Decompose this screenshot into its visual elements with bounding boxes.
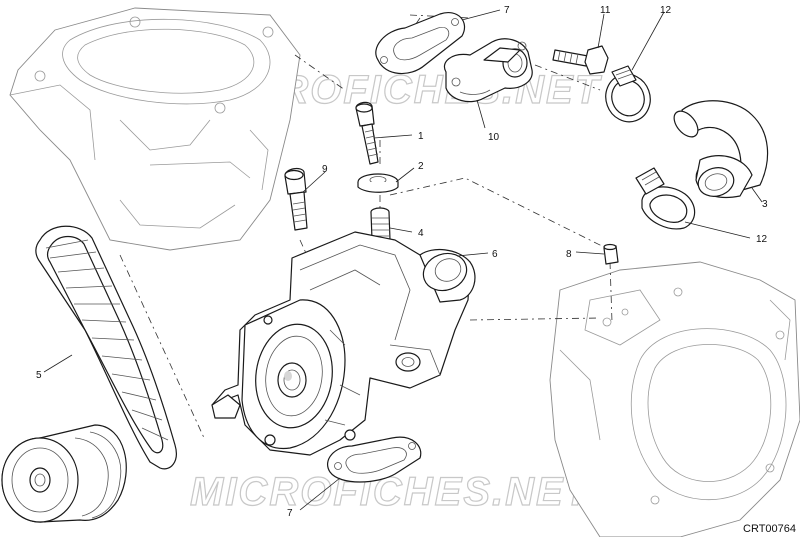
callout-labels: 1 2 3 4 5 6 7 7 8 9 10 11 12 12 bbox=[36, 5, 768, 519]
callout-12-top: 12 bbox=[660, 5, 672, 16]
gasket-top[interactable] bbox=[375, 12, 466, 74]
gasket-bottom[interactable] bbox=[327, 436, 422, 483]
callout-7-top: 7 bbox=[504, 5, 510, 16]
bolt-11[interactable] bbox=[552, 45, 609, 75]
front-cylinder bbox=[549, 261, 800, 538]
hose-clamp-top[interactable] bbox=[599, 65, 657, 128]
coolant-hose[interactable] bbox=[669, 100, 769, 200]
callout-2: 2 bbox=[418, 161, 424, 172]
bolt-9[interactable] bbox=[284, 167, 308, 231]
callout-7-bottom: 7 bbox=[287, 508, 293, 519]
idler-pulley[interactable] bbox=[1, 424, 127, 523]
assembly-lines bbox=[119, 14, 613, 441]
callout-3: 3 bbox=[762, 199, 768, 210]
bolt-1[interactable] bbox=[355, 101, 379, 165]
drawing-code: CRT00764 bbox=[743, 523, 796, 535]
water-pump[interactable] bbox=[211, 231, 476, 456]
callout-10: 10 bbox=[488, 132, 500, 143]
leader-lines bbox=[43, 9, 763, 511]
callout-8: 8 bbox=[566, 249, 572, 260]
drive-belt[interactable] bbox=[35, 225, 177, 470]
hose-clamp-bottom[interactable] bbox=[635, 167, 696, 230]
callout-11: 11 bbox=[600, 5, 611, 16]
callout-5: 5 bbox=[36, 370, 42, 381]
callout-12-right: 12 bbox=[756, 234, 768, 245]
washer-2[interactable] bbox=[357, 173, 399, 193]
callout-1: 1 bbox=[418, 131, 424, 142]
water-union[interactable] bbox=[443, 38, 533, 103]
rear-cylinder bbox=[9, 7, 301, 251]
callout-6: 6 bbox=[492, 249, 498, 260]
dowel-pin-8[interactable] bbox=[603, 243, 619, 265]
callout-4: 4 bbox=[418, 228, 424, 239]
callout-9: 9 bbox=[322, 164, 328, 175]
